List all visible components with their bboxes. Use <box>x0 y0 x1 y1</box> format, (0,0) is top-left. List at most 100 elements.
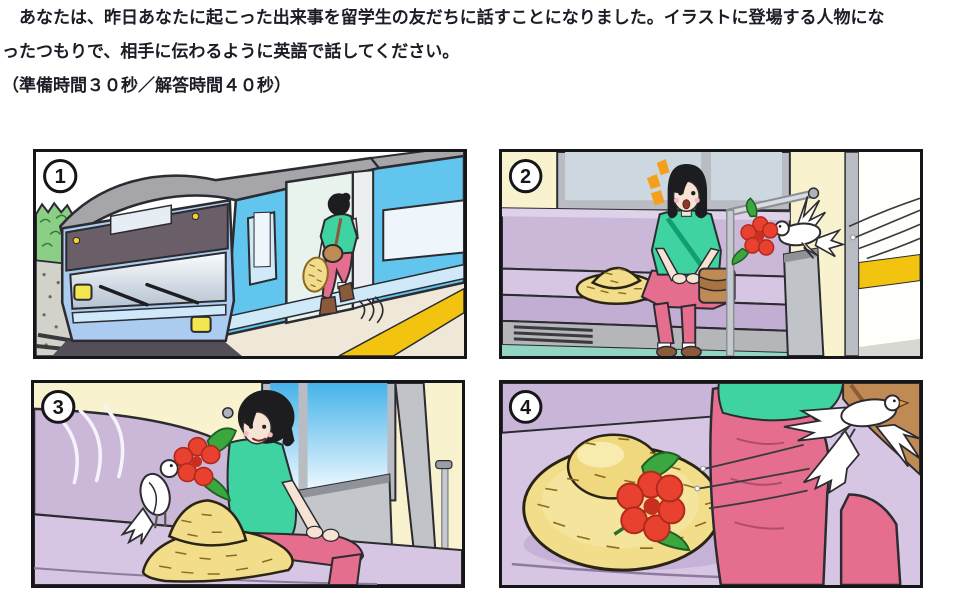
eye-right <box>262 424 267 429</box>
panel-1-illustration: 1 <box>36 152 464 356</box>
wipers <box>98 282 200 307</box>
smile <box>252 437 267 442</box>
dove-flying-away <box>783 394 920 495</box>
boot-right <box>337 281 355 303</box>
shoe-left <box>656 345 678 356</box>
destination-sign <box>109 204 173 236</box>
instruction-line-1: あなたは、昨日あなたに起こった出来事を留学生の友だちに話すことになりました。イラ… <box>2 8 885 27</box>
comic-panel-1: 1 <box>33 149 467 359</box>
panel-number: 4 <box>520 397 531 419</box>
dove-eye <box>778 225 782 228</box>
door-edge <box>394 383 439 585</box>
panel-number-badge: 3 <box>41 389 76 424</box>
panel-2-illustration: 2 <box>502 152 920 356</box>
windshield <box>69 251 227 310</box>
feet <box>840 426 856 440</box>
hand <box>322 528 340 542</box>
pant-creases <box>730 437 785 530</box>
panel-number: 2 <box>520 166 531 188</box>
headlight-left <box>73 283 93 301</box>
panel-number-badge: 2 <box>508 159 543 194</box>
platform-yellow-line <box>338 287 464 356</box>
speed-lines <box>694 443 810 510</box>
headlight-right <box>190 315 212 333</box>
shoe-right <box>680 345 702 356</box>
eye-left <box>678 190 683 196</box>
boot-left <box>318 295 338 316</box>
leaf <box>745 197 758 218</box>
straw-hat-with-flower <box>522 433 723 572</box>
tail <box>814 228 846 258</box>
leg-right <box>839 493 902 585</box>
train-roof-edge <box>369 152 464 170</box>
door-threshold <box>858 338 920 356</box>
instruction-line-2: ったつもりで、相手に伝わるように英語で話してください。 <box>2 42 460 61</box>
panel-number: 1 <box>55 166 66 188</box>
straw-hat-on-seat <box>575 266 658 305</box>
dove-on-hat <box>120 427 237 545</box>
tail <box>120 506 155 545</box>
bag-strap <box>665 216 708 273</box>
woman-boarding <box>302 192 359 316</box>
panel-number-badge: 1 <box>43 159 78 194</box>
comic-panel-2: 2 <box>499 149 923 359</box>
blush <box>267 432 273 438</box>
seat-end-partition <box>782 247 825 356</box>
platform-yellow-line-outside <box>858 253 920 290</box>
shoulder-bag <box>322 243 344 264</box>
bangs <box>243 398 267 429</box>
flower-center <box>190 456 203 468</box>
blush <box>243 431 249 437</box>
bag-flap <box>698 275 736 292</box>
open-doorway <box>844 152 920 356</box>
flower-center <box>643 497 661 515</box>
rail-mount-top <box>435 460 453 470</box>
time-note: （準備時間３０秒／解答時間４０秒） <box>2 76 291 95</box>
rail-wall-mount <box>807 187 820 199</box>
train-undercarriage <box>52 340 242 356</box>
straw-hat-carried <box>302 256 329 293</box>
question-instructions: あなたは、昨日あなたに起こった出来事を留学生の友だちに話すことになりました。イラ… <box>2 1 976 103</box>
panel-number: 3 <box>53 397 64 419</box>
floor <box>502 344 790 356</box>
motion-arcs <box>358 296 384 324</box>
handrail-pole <box>725 187 820 356</box>
red-flower <box>616 470 686 543</box>
smiling-woman <box>226 389 365 585</box>
dove-head <box>884 394 901 412</box>
red-flower <box>173 436 221 487</box>
comic-panel-3: 3 <box>31 380 465 588</box>
dove-head <box>159 459 179 479</box>
speed-lines <box>848 197 920 260</box>
door-jamb <box>844 152 860 356</box>
doorway-opening <box>858 152 920 356</box>
front-stripe <box>71 303 227 324</box>
dove-eye <box>169 464 173 468</box>
front-dark-band <box>65 203 229 272</box>
side-window <box>382 199 464 262</box>
dove-eye <box>892 399 896 403</box>
panel-4-illustration: 4 <box>502 383 920 585</box>
open-door-frame <box>394 383 453 585</box>
legs <box>154 512 167 529</box>
panel-number-badge: 4 <box>508 389 543 424</box>
blush-left <box>673 197 680 203</box>
leaf <box>731 247 750 266</box>
flower-center <box>754 231 765 242</box>
dove-flying-in <box>731 195 846 266</box>
blush-right <box>694 197 700 203</box>
wing-front <box>874 423 920 468</box>
window-latch <box>222 407 234 419</box>
eye-right <box>691 190 696 196</box>
wing-down <box>801 242 818 259</box>
wing-line <box>148 481 158 515</box>
panel-3-illustration: 3 <box>34 383 462 585</box>
beak <box>898 399 910 408</box>
open-mouth <box>682 199 691 210</box>
comic-panel-4: 4 <box>499 380 923 588</box>
bangs <box>673 175 694 195</box>
eye-left <box>249 424 254 429</box>
door-pillar <box>351 168 375 311</box>
straw-hat-on-seat <box>141 499 294 583</box>
